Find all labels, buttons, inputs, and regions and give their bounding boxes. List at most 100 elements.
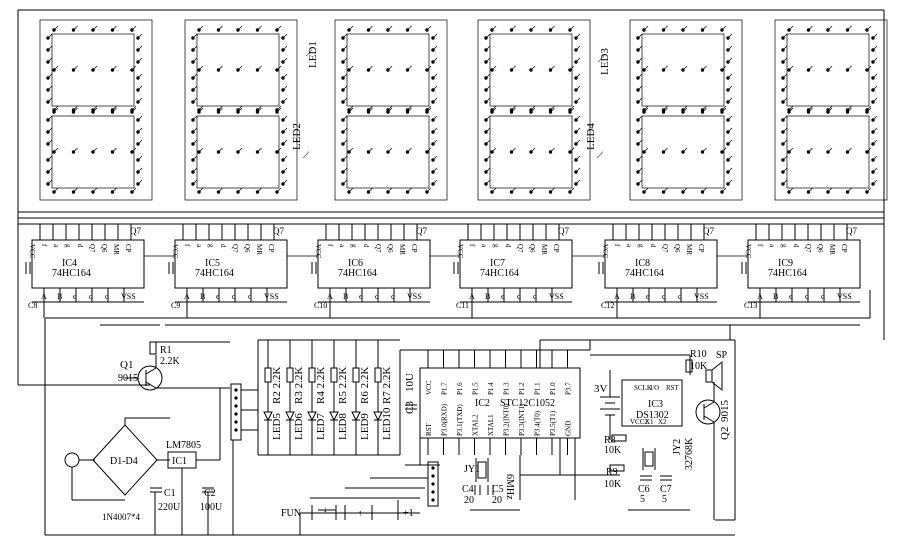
pin-label: g xyxy=(637,244,645,248)
svg-text:X2: X2 xyxy=(658,418,667,426)
mcu-pin-label: P1.3 xyxy=(503,382,511,395)
led-label: LED10 xyxy=(381,407,393,440)
up-button[interactable]: ↑ xyxy=(358,505,373,520)
svg-text:SP: SP xyxy=(716,350,728,361)
colon-led-2: LED2 ⟋ xyxy=(291,123,310,160)
svg-text:⟋: ⟋ xyxy=(303,150,310,160)
button-wires xyxy=(299,477,428,535)
plus-one-button-label: +1 xyxy=(403,508,414,519)
pin-label: c xyxy=(248,292,252,301)
digit-pair xyxy=(184,19,298,201)
c6-capacitor: C6 5 xyxy=(638,475,652,505)
svg-text:⟋: ⟋ xyxy=(597,150,604,160)
r10-resistor: R10 10K xyxy=(685,349,708,373)
pin-label: B xyxy=(57,292,62,301)
pin-label: VSS xyxy=(694,292,709,301)
pin-label: e xyxy=(501,292,505,301)
cap-label: C12 xyxy=(601,301,614,310)
svg-text:RST: RST xyxy=(666,384,680,392)
mcu-pin-label: RST xyxy=(425,422,433,436)
ic-name: IC7 xyxy=(490,258,505,269)
resistor-label: R3 2.2K xyxy=(293,367,305,404)
svg-text:X1: X1 xyxy=(645,418,654,426)
svg-text:20: 20 xyxy=(492,495,502,506)
pin-label: MR xyxy=(398,244,406,255)
svg-text:9015: 9015 xyxy=(719,400,731,423)
svg-text:⟋: ⟋ xyxy=(306,48,313,58)
fun-button[interactable]: FUN xyxy=(281,505,337,520)
pin-label: A xyxy=(184,292,190,301)
pin-label: a xyxy=(480,244,488,248)
seven-segment-digits xyxy=(39,19,888,201)
mcu-pin-label: GND xyxy=(565,421,573,436)
pin-label: Q7 xyxy=(516,244,524,253)
svg-text:STC12C1052: STC12C1052 xyxy=(500,398,555,409)
pin-label: g xyxy=(780,244,788,248)
mcu-pin-label: P3.3(INT1) xyxy=(518,403,526,436)
r8-resistor: R8 10K xyxy=(604,434,627,456)
svg-text:5: 5 xyxy=(662,494,667,505)
svg-text:R9: R9 xyxy=(606,467,618,478)
pin-label: CP xyxy=(697,244,705,253)
plus-one-button[interactable]: +1 xyxy=(397,500,414,520)
c4-capacitor: C4 20 xyxy=(462,484,481,506)
pin-label: d xyxy=(219,244,227,248)
svg-text:2.2K: 2.2K xyxy=(160,356,181,367)
resistor-label: R4 2.2K xyxy=(315,367,327,404)
pin-label: Q7 xyxy=(231,244,239,253)
svg-text:LED2: LED2 xyxy=(291,123,303,150)
ic-name: IC6 xyxy=(348,258,363,269)
pin-label: VSS xyxy=(837,292,852,301)
svg-text:10K: 10K xyxy=(604,445,622,456)
display-bus-frame xyxy=(17,9,885,386)
pin-label: f xyxy=(756,244,764,247)
pin-label: A xyxy=(614,292,620,301)
svg-text:D1-D4: D1-D4 xyxy=(110,456,138,467)
q7-label: Q7 xyxy=(846,226,857,236)
pin-label: g xyxy=(492,244,500,248)
cap-label: C8 xyxy=(28,301,37,310)
svg-text:IC1: IC1 xyxy=(172,456,187,467)
pin-label: B xyxy=(773,292,778,301)
svg-text:10K: 10K xyxy=(690,361,708,372)
svg-text:C6: C6 xyxy=(638,484,650,495)
pin-label: c xyxy=(678,292,682,301)
digit-pair xyxy=(477,19,591,201)
ic-name: IC8 xyxy=(635,258,650,269)
rtc-wires xyxy=(519,339,736,521)
digit-pair xyxy=(774,19,888,201)
colon-led-3: LED3 ⟋ xyxy=(598,48,611,75)
ic-part: 74HC164 xyxy=(480,268,519,279)
pin-label: A xyxy=(757,292,763,301)
pin-label: a xyxy=(195,244,203,248)
pin-label: Q6 xyxy=(528,244,536,253)
pin-label: c xyxy=(533,292,537,301)
svg-text:R8: R8 xyxy=(604,435,616,446)
ic-name: IC9 xyxy=(778,258,793,269)
pin-label: A xyxy=(469,292,475,301)
mcu-pin-label: P1.0 xyxy=(549,382,557,395)
q1-transistor: Q1 9015 xyxy=(118,355,230,391)
svg-text:LED4: LED4 xyxy=(585,123,597,150)
mcu-pin-label: VCC xyxy=(425,380,433,395)
ic-part: 74HC164 xyxy=(338,268,377,279)
pin-label: B xyxy=(343,292,348,301)
digit-pair xyxy=(629,19,743,201)
svg-text:C3: C3 xyxy=(404,401,416,414)
pin-label: d xyxy=(517,292,521,301)
cap-label: C10 xyxy=(314,301,327,310)
down-button[interactable]: ↓ xyxy=(323,504,346,520)
pin-label: a xyxy=(52,244,60,248)
pin-label: c xyxy=(391,292,395,301)
crystal-jy2: JY2 32768K xyxy=(642,437,695,470)
svg-text:LED1: LED1 xyxy=(307,41,319,68)
cap-label: C13 xyxy=(744,301,757,310)
svg-text:VCC2: VCC2 xyxy=(630,418,648,426)
